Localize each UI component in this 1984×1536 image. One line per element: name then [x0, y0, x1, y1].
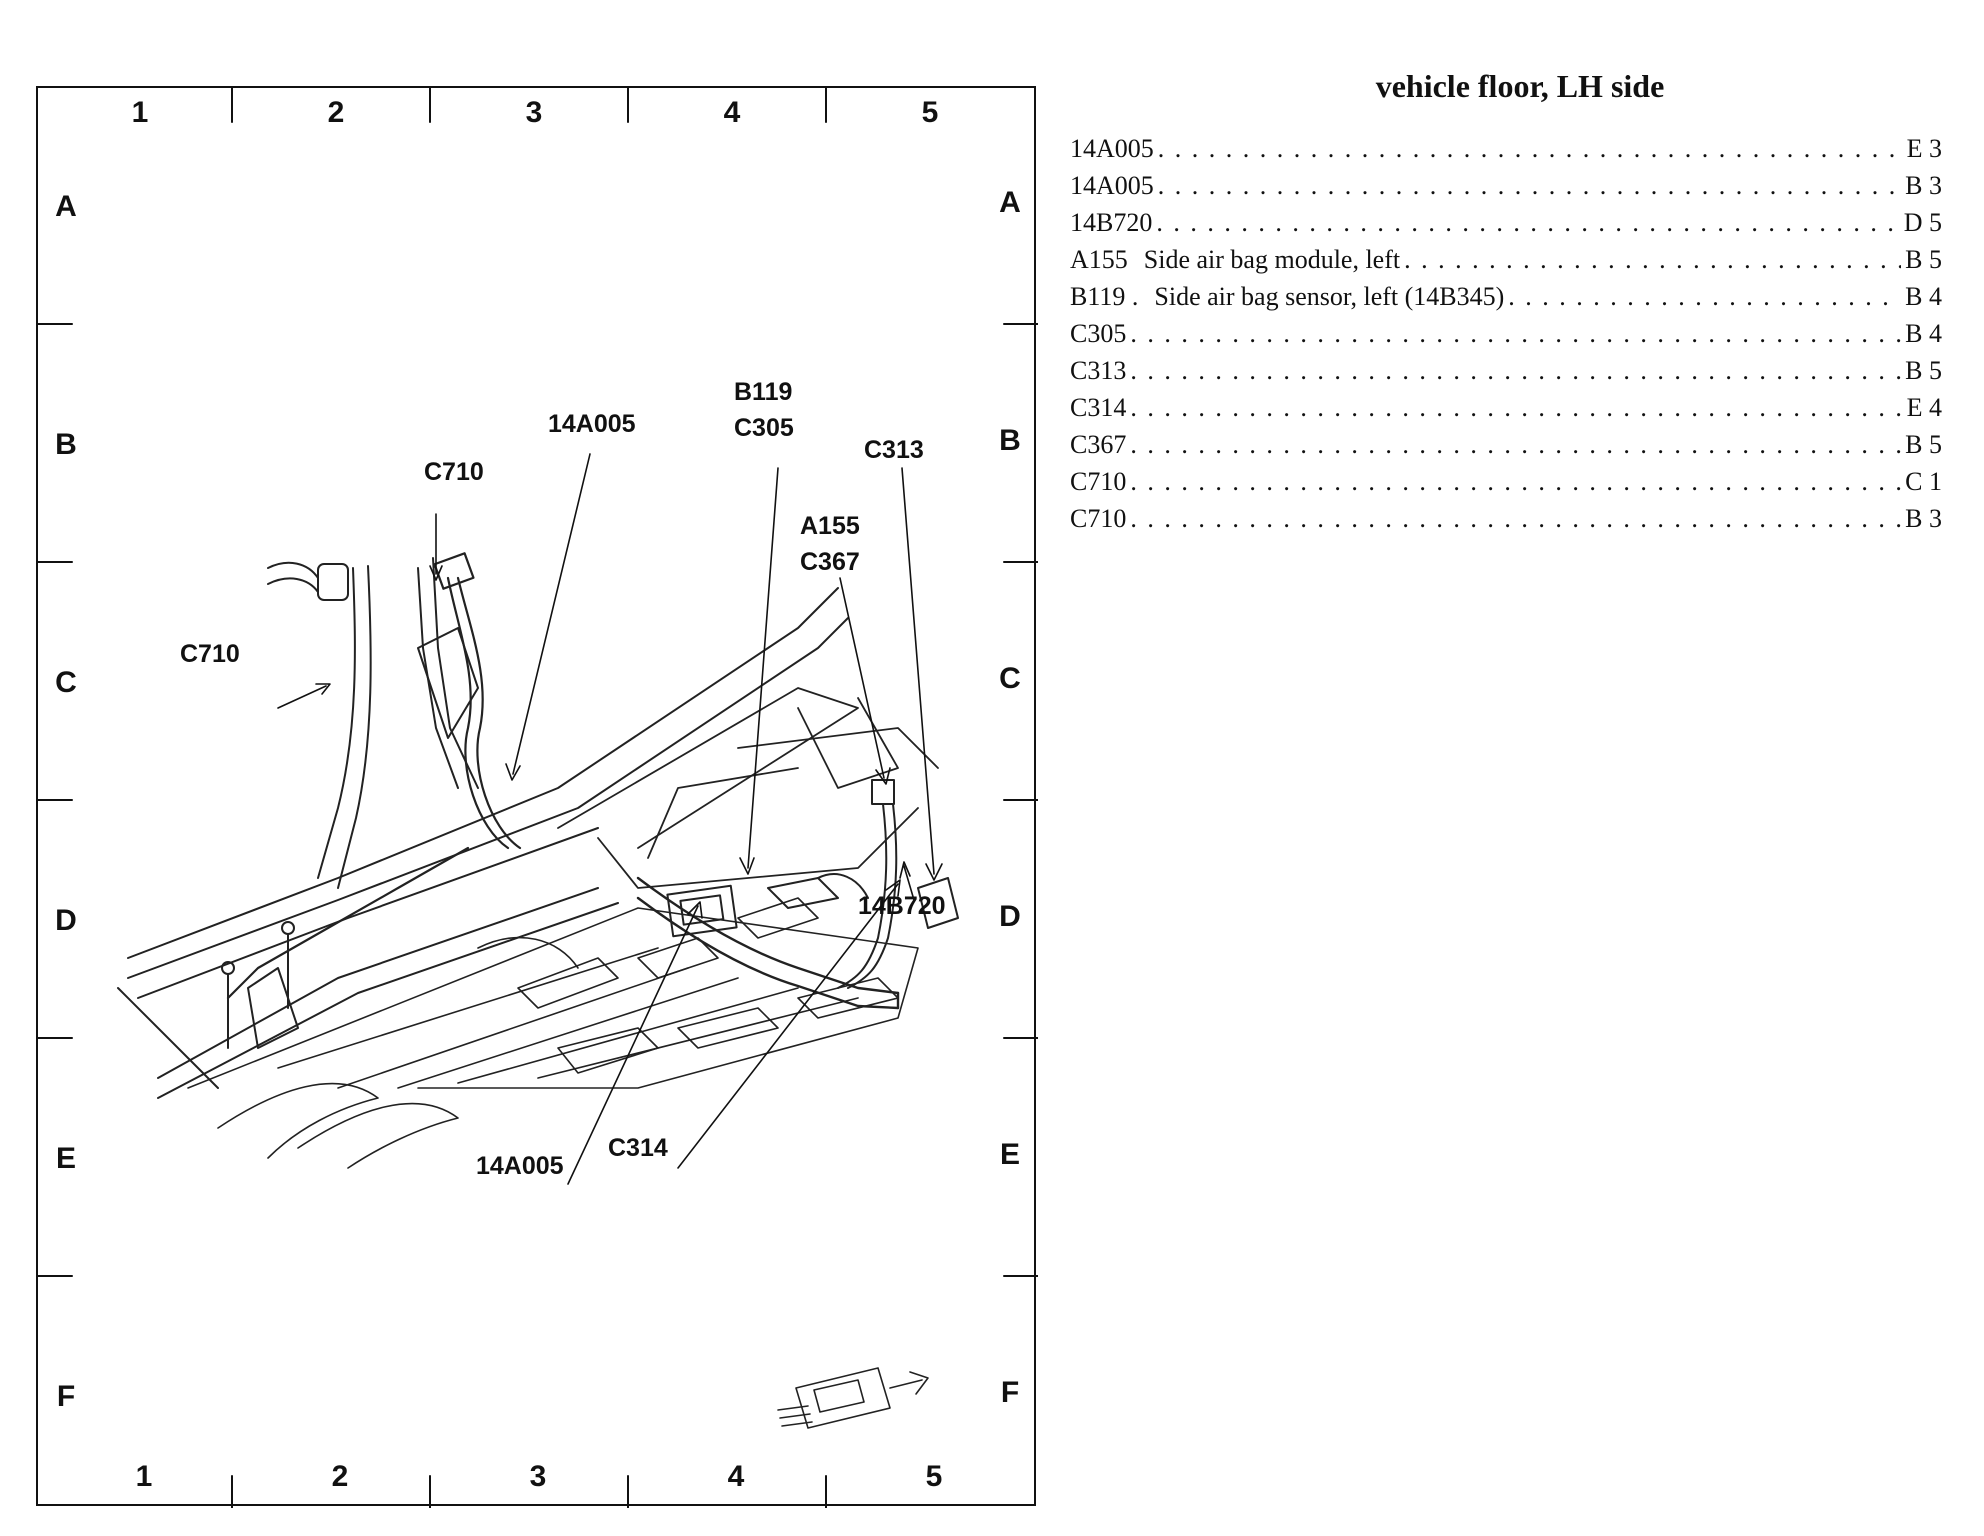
callout-14a005: 14A005 — [548, 410, 636, 438]
component-code: B119 . — [1070, 282, 1139, 311]
column-label-top: 3 — [525, 96, 543, 129]
component-code: 14B720 — [1070, 208, 1153, 237]
component-description: Side air bag module, left — [1143, 245, 1401, 274]
list-item: C314 E 4 — [1070, 393, 1942, 430]
list-item: 14A005 E 3 — [1070, 134, 1942, 171]
leader-dots — [1130, 430, 1901, 460]
component-code: 14A005 — [1070, 171, 1154, 200]
callout-c367: C367 — [800, 548, 860, 576]
grid-location: B 5 — [1905, 356, 1942, 385]
leader-dots — [1130, 504, 1901, 534]
leader-dots — [1404, 245, 1901, 275]
leader-lines — [277, 453, 943, 1185]
rocker-rails — [117, 587, 849, 1099]
column-label-bottom: 2 — [331, 1460, 349, 1493]
vehicle-orientation-icon — [777, 1367, 929, 1429]
component-code: 14A005 — [1070, 134, 1154, 163]
component-code: C367 — [1070, 430, 1127, 459]
grid-location: B 3 — [1905, 504, 1942, 533]
callout-a155: A155 — [800, 512, 860, 540]
component-code: A155 — [1070, 245, 1128, 274]
component-code: C710 — [1070, 504, 1127, 533]
leader-dots — [1158, 171, 1901, 201]
callout-c314: C314 — [608, 1134, 668, 1162]
row-label-right: F — [1000, 1376, 1020, 1409]
column-label-top: 1 — [131, 96, 149, 129]
callout-14a005: 14A005 — [476, 1152, 564, 1180]
grid-location: D 5 — [1903, 208, 1942, 237]
leader-dots — [1130, 467, 1901, 497]
list-item: C710 B 3 — [1070, 504, 1942, 541]
callout-c710: C710 — [180, 640, 240, 668]
grid-location: B 4 — [1905, 319, 1942, 348]
leader-dots — [1508, 282, 1901, 312]
grid-location: C 1 — [1905, 467, 1942, 496]
leader-dots — [1130, 319, 1901, 349]
list-item: 14A005 B 3 — [1070, 171, 1942, 208]
grid-location: B 5 — [1905, 245, 1942, 274]
row-label-left: F — [56, 1380, 76, 1413]
list-item: C305 B 4 — [1070, 319, 1942, 356]
grid-location: E 3 — [1906, 134, 1942, 163]
column-label-bottom: 4 — [727, 1460, 745, 1493]
row-label-left: C — [55, 666, 77, 699]
component-description: Side air bag sensor, left (14B345) — [1154, 282, 1505, 311]
callout-b119: B119 — [734, 378, 793, 406]
callout-c305: C305 — [734, 414, 794, 442]
callout-14b720: 14B720 — [858, 892, 946, 920]
column-label-bottom: 5 — [925, 1460, 943, 1493]
column-label-bottom: 3 — [529, 1460, 547, 1493]
connector-c313 — [917, 877, 959, 929]
column-label-top: 4 — [723, 96, 741, 129]
row-label-right: B — [999, 424, 1021, 457]
vehicle-floor-drawing — [38, 88, 1038, 1508]
connector-c710-left — [267, 561, 349, 601]
harness-conduit — [636, 876, 900, 1010]
column-label-bottom: 1 — [135, 1460, 153, 1493]
component-code: C314 — [1070, 393, 1127, 422]
grid-location: B 3 — [1905, 171, 1942, 200]
component-location-index: 14A005 E 3 14A005 B 3 14B720 D 5 A155 Si… — [1070, 134, 1942, 541]
leader-dots — [1158, 134, 1903, 164]
row-label-right: A — [999, 186, 1021, 219]
callout-c710: C710 — [424, 458, 484, 486]
column-label-top: 2 — [327, 96, 345, 129]
row-label-left: A — [55, 190, 77, 223]
grid-location: E 4 — [1906, 393, 1942, 422]
ground-studs — [221, 921, 299, 1049]
connector-a155-c367 — [837, 779, 898, 989]
component-code: C710 — [1070, 467, 1127, 496]
list-item: C367 B 5 — [1070, 430, 1942, 467]
list-item: C710 C 1 — [1070, 467, 1942, 504]
list-item: A155 Side air bag module, left B 5 — [1070, 245, 1942, 282]
row-ticks — [38, 323, 1038, 1277]
list-item: B119 . Side air bag sensor, left (14B345… — [1070, 282, 1942, 319]
component-code: C305 — [1070, 319, 1127, 348]
connector-c305 — [767, 873, 869, 909]
row-label-right: E — [999, 1138, 1020, 1171]
row-label-right: C — [999, 662, 1021, 695]
row-label-left: D — [55, 904, 77, 937]
leader-dots — [1130, 393, 1902, 423]
leader-dots — [1156, 208, 1899, 238]
list-item: 14B720 D 5 — [1070, 208, 1942, 245]
side-air-bag-sensor — [666, 884, 738, 938]
row-label-right: D — [999, 900, 1021, 933]
row-label-left: E — [55, 1142, 76, 1175]
floor-pan — [187, 897, 919, 1169]
b-pillar-harness — [226, 552, 522, 1000]
wiring-location-diagram: 1 2 3 4 5 1 2 3 4 5 A B C D E F A B C D … — [36, 86, 1038, 1508]
column-ticks — [231, 88, 827, 1508]
b-pillar — [317, 557, 479, 889]
seat-crossmember — [557, 687, 939, 889]
legend-title: vehicle floor, LH side — [1375, 68, 1665, 104]
leader-dots — [1130, 356, 1901, 386]
column-label-top: 5 — [921, 96, 939, 129]
component-code: C313 — [1070, 356, 1127, 385]
row-label-left: B — [55, 428, 77, 461]
callout-c313: C313 — [864, 436, 924, 464]
grid-location: B 4 — [1905, 282, 1942, 311]
grid-location: B 5 — [1905, 430, 1942, 459]
list-item: C313 B 5 — [1070, 356, 1942, 393]
